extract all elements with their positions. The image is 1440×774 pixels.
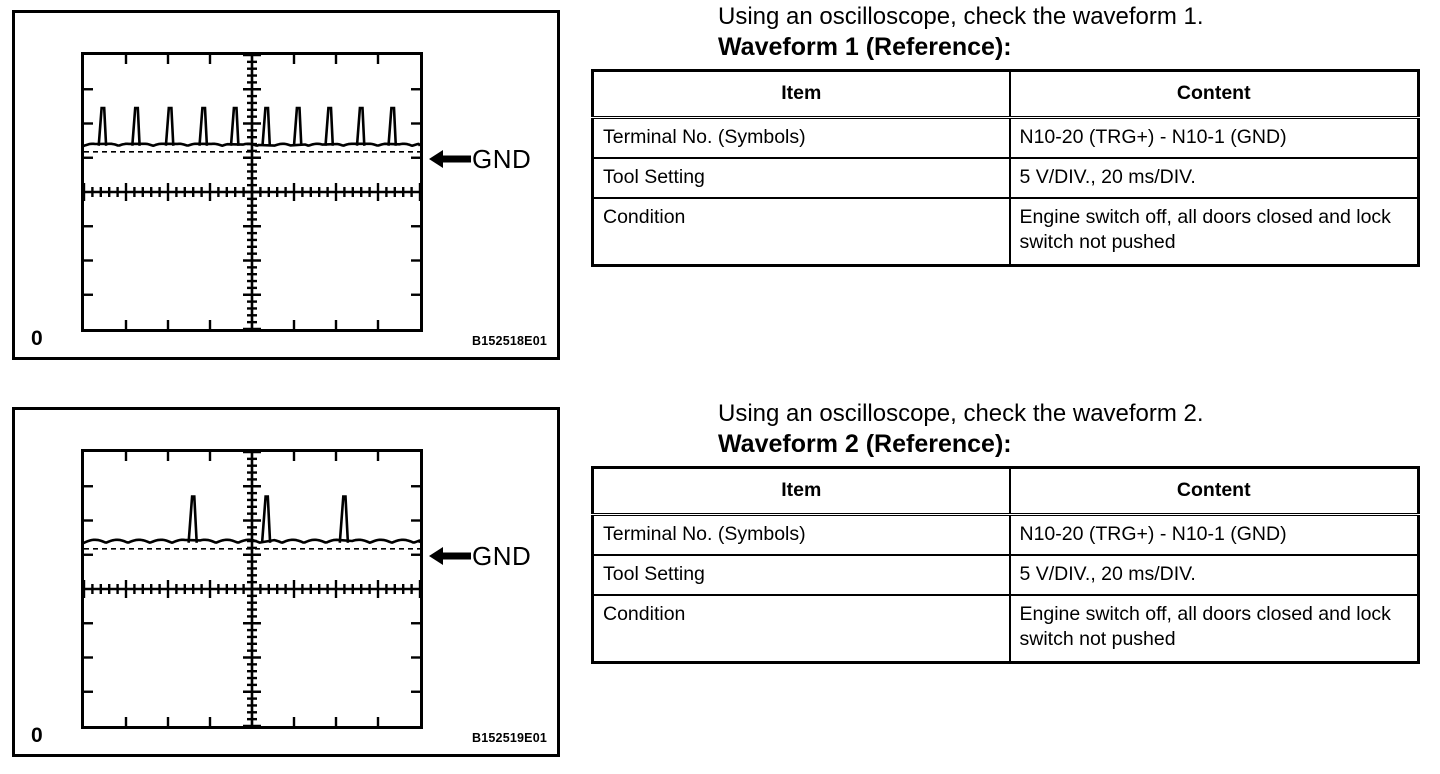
gnd-reference-annotation: GND	[429, 541, 531, 571]
cell-content: Engine switch off, all doors closed and …	[1008, 593, 1420, 664]
oscilloscope-screen	[81, 449, 423, 729]
left-arrow-icon	[429, 150, 471, 168]
table-header-row: Item Content	[591, 466, 1420, 516]
cell-content: N10-20 (TRG+) - N10-1 (GND)	[1008, 512, 1420, 556]
gnd-label: GND	[472, 144, 532, 174]
spec-table: Item Content Terminal No. (Symbols)N10-2…	[591, 465, 1420, 664]
column-header-content: Content	[1008, 69, 1420, 119]
spec-column: Using an oscilloscope, check the wavefor…	[591, 397, 1431, 664]
spec-table: Item Content Terminal No. (Symbols)N10-2…	[591, 68, 1420, 267]
cell-item: Condition	[591, 593, 1011, 664]
waveform-section-2: 0 B152519E01 GND Using an oscilloscope, …	[0, 397, 1440, 774]
spec-table-body: Terminal No. (Symbols)N10-20 (TRG+) - N1…	[591, 115, 1420, 267]
cell-content: 5 V/DIV., 20 ms/DIV.	[1008, 553, 1420, 596]
spec-table-head: Item Content	[591, 69, 1420, 119]
cell-item: Terminal No. (Symbols)	[591, 512, 1011, 556]
left-arrow-icon	[429, 547, 471, 565]
waveform-title: Waveform 1 (Reference):	[718, 32, 1012, 61]
cell-content: 5 V/DIV., 20 ms/DIV.	[1008, 156, 1420, 199]
waveform-section-1: 0 B152518E01 GND Using an oscilloscope, …	[0, 0, 1440, 377]
cell-item: Tool Setting	[591, 553, 1011, 596]
column-header-item: Item	[591, 466, 1011, 516]
spec-column: Using an oscilloscope, check the wavefor…	[591, 0, 1431, 267]
instruction-text: Using an oscilloscope, check the wavefor…	[718, 3, 1204, 30]
waveform-title: Waveform 2 (Reference):	[718, 429, 1012, 458]
oscilloscope-figure-panel: 0 B152518E01 GND	[12, 10, 560, 360]
cell-content: N10-20 (TRG+) - N10-1 (GND)	[1008, 115, 1420, 159]
zero-marker: 0	[31, 327, 43, 350]
cell-item: Tool Setting	[591, 156, 1011, 199]
figure-code: B152518E01	[472, 334, 547, 348]
table-header-row: Item Content	[591, 69, 1420, 119]
table-row: Terminal No. (Symbols)N10-20 (TRG+) - N1…	[591, 115, 1420, 159]
column-header-item: Item	[591, 69, 1011, 119]
gnd-label: GND	[472, 541, 532, 571]
spec-table-head: Item Content	[591, 466, 1420, 516]
table-row: Terminal No. (Symbols)N10-20 (TRG+) - N1…	[591, 512, 1420, 556]
gnd-reference-annotation: GND	[429, 144, 531, 174]
zero-marker: 0	[31, 724, 43, 747]
cell-content: Engine switch off, all doors closed and …	[1008, 196, 1420, 267]
cell-item: Terminal No. (Symbols)	[591, 115, 1011, 159]
oscilloscope-screen	[81, 52, 423, 332]
instruction-text: Using an oscilloscope, check the wavefor…	[718, 400, 1204, 427]
oscilloscope-figure-panel: 0 B152519E01 GND	[12, 407, 560, 757]
cell-item: Condition	[591, 196, 1011, 267]
column-header-content: Content	[1008, 466, 1420, 516]
figure-code: B152519E01	[472, 731, 547, 745]
spec-table-body: Terminal No. (Symbols)N10-20 (TRG+) - N1…	[591, 512, 1420, 664]
